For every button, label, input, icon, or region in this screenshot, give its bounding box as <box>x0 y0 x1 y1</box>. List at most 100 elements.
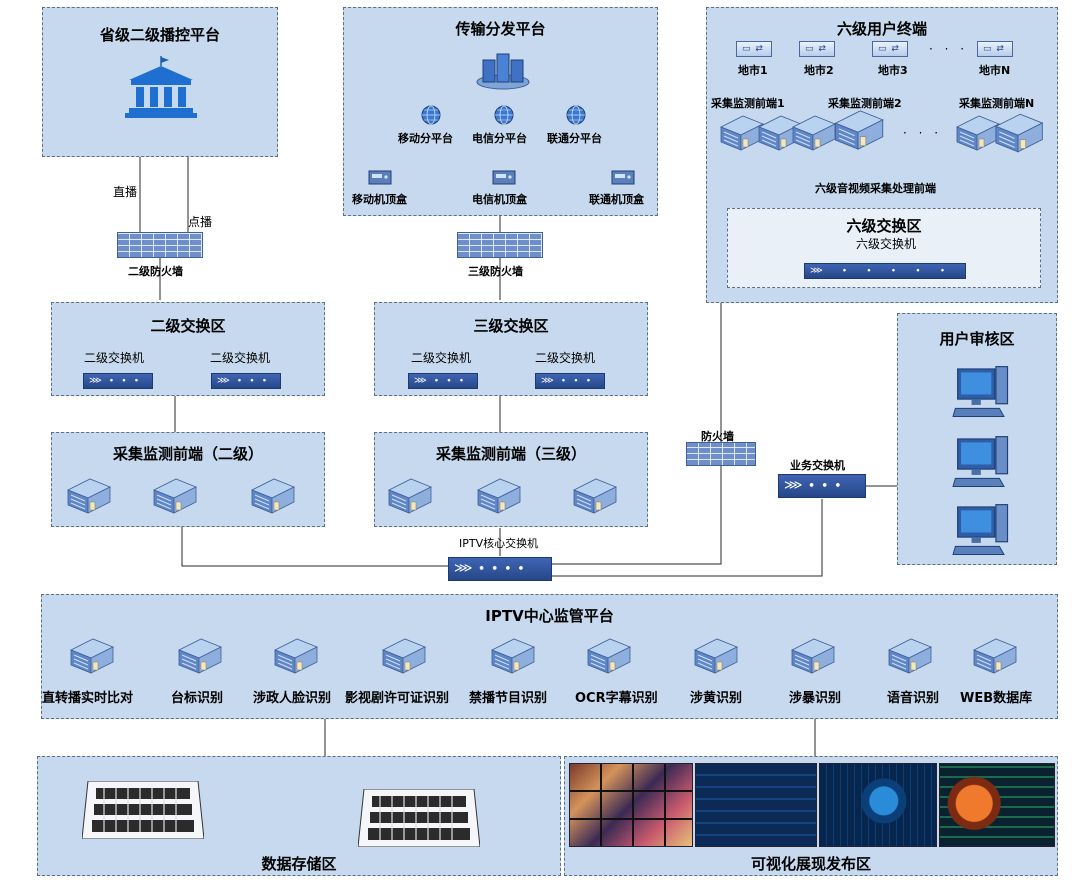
front-zone-level3-title: 采集监测前端（三级） <box>435 445 586 463</box>
city-switch-icon: ▭ ⇄ <box>872 41 908 57</box>
exchange-zone-level3-title: 三级交换区 <box>473 317 549 335</box>
firewall-level2-label: 二级防火墙 <box>128 265 183 278</box>
front-label: 采集监测前端N <box>959 97 1035 110</box>
server-icon <box>691 637 739 675</box>
server-icon <box>379 637 427 675</box>
server-icon <box>64 477 112 515</box>
service-label: 影视剧许可证识别 <box>345 691 450 706</box>
visualization-title: 可视化展现发布区 <box>750 855 871 873</box>
city-label: 地市N <box>979 64 1011 77</box>
video-wall-screen <box>569 763 693 847</box>
globe-icon <box>565 104 587 126</box>
iptv-center-title: IPTV中心监管平台 <box>485 607 614 625</box>
front-label: 采集监测前端1 <box>711 97 785 110</box>
front-zone-level3: 采集监测前端（三级） <box>374 432 648 527</box>
switch-icon: ⋙ ∙ ∙ ∙ <box>211 373 281 389</box>
server-icon <box>67 637 115 675</box>
service-label: 语音识别 <box>887 691 940 706</box>
exchange-zone-level3: 三级交换区 二级交换机 二级交换机 ⋙ ∙ ∙ ∙ ⋙ ∙ ∙ ∙ <box>374 302 648 396</box>
city-label: 地市2 <box>804 64 834 77</box>
settop-box-icon <box>611 170 635 186</box>
firewall-level3 <box>457 232 543 258</box>
server-icon <box>584 637 632 675</box>
service-label: 涉政人脸识别 <box>253 691 332 706</box>
city-label: 地市3 <box>878 64 908 77</box>
firewall-label: 防火墙 <box>701 430 734 443</box>
provincial-platform-title: 省级二级播控平台 <box>99 26 220 44</box>
computer-icon <box>952 362 1012 420</box>
city-switch-icon: ▭ ⇄ <box>977 41 1013 57</box>
firewall-middle <box>686 442 756 466</box>
server-icon <box>831 108 885 152</box>
server-icon <box>885 637 933 675</box>
service-label: 禁播节目识别 <box>469 691 548 706</box>
core-switch-label: IPTV核心交换机 <box>459 537 539 550</box>
server-icon <box>788 637 836 675</box>
stb-unicom: 联通机顶盒 <box>589 193 644 206</box>
transport-platform-zone: 传输分发平台 移动分平台 电信分平台 联通分平台 移动机顶盒 电信机顶盒 联通机… <box>343 7 658 216</box>
switch-label: 二级交换机 <box>210 351 271 365</box>
firewall-level2 <box>117 232 203 258</box>
server-icon <box>789 114 837 152</box>
government-building-icon <box>125 56 197 118</box>
server-icon <box>248 477 296 515</box>
city-switch-icon: ▭ ⇄ <box>799 41 835 57</box>
storage-zone: 数据存储区 <box>37 756 561 876</box>
server-cluster-icon <box>476 53 530 90</box>
switch-icon: ⋙ ∙ ∙ ∙ <box>535 373 605 389</box>
computer-icon <box>952 432 1012 490</box>
settop-box-icon <box>492 170 516 186</box>
switch-label: 二级交换机 <box>84 351 145 365</box>
service-label: WEB数据库 <box>960 691 1033 706</box>
switch-icon: ⋙ ∙ ∙ ∙ ∙ ∙ ∙ <box>804 263 966 279</box>
sub-platform-mobile: 移动分平台 <box>398 132 453 145</box>
business-switch-icon: ⋙∙∙∙ <box>778 474 866 498</box>
stb-mobile: 移动机顶盒 <box>352 193 407 206</box>
storage-array-icon <box>82 781 204 839</box>
globe-screen <box>939 763 1055 847</box>
core-switch-icon: ⋙∙∙∙∙ <box>448 557 552 581</box>
switch-icon: ⋙ ∙ ∙ ∙ <box>408 373 478 389</box>
front-zone-level2-title: 采集监测前端（二级） <box>112 445 263 463</box>
six-level-exchange-title: 六级交换区 <box>846 217 922 235</box>
sub-platform-unicom: 联通分平台 <box>547 132 602 145</box>
front-caption: 六级音视频采集处理前端 <box>815 182 936 195</box>
ellipsis: · · · <box>929 42 969 56</box>
server-icon <box>570 477 618 515</box>
server-icon <box>488 637 536 675</box>
globe-icon <box>420 104 442 126</box>
service-label: OCR字幕识别 <box>575 691 658 706</box>
six-level-terminal-zone: 六级用户终端 ▭ ⇄ ▭ ⇄ ▭ ⇄ ▭ ⇄ · · · 地市1 地市2 地市3… <box>706 7 1058 303</box>
city-switch-icon: ▭ ⇄ <box>736 41 772 57</box>
live-label: 直播 <box>113 185 138 199</box>
service-label: 涉黄识别 <box>690 691 743 706</box>
globe-icon <box>493 104 515 126</box>
switch-icon: ⋙ ∙ ∙ ∙ <box>83 373 153 389</box>
six-level-switch-label: 六级交换机 <box>856 237 917 251</box>
monitor-screen <box>819 763 937 847</box>
provincial-platform-zone: 省级二级播控平台 <box>42 7 278 157</box>
storage-title: 数据存储区 <box>261 855 337 873</box>
ellipsis: · · · <box>903 126 943 140</box>
business-switch-label: 业务交换机 <box>790 459 845 472</box>
city-label: 地市1 <box>738 64 768 77</box>
computer-icon <box>952 500 1012 558</box>
server-icon <box>271 637 319 675</box>
storage-array-icon <box>358 789 480 847</box>
dashboard-screen <box>695 763 817 847</box>
exchange-zone-level2-title: 二级交换区 <box>150 317 226 335</box>
transport-platform-title: 传输分发平台 <box>455 20 546 38</box>
front-zone-level2: 采集监测前端（二级） <box>51 432 325 527</box>
switch-label: 二级交换机 <box>535 351 596 365</box>
switch-label: 二级交换机 <box>411 351 472 365</box>
user-audit-title: 用户审核区 <box>939 330 1015 348</box>
six-level-exchange-zone: 六级交换区 六级交换机 ⋙ ∙ ∙ ∙ ∙ ∙ ∙ <box>727 208 1041 288</box>
six-level-terminal-title: 六级用户终端 <box>836 20 927 38</box>
server-icon <box>991 112 1045 154</box>
service-label: 台标识别 <box>171 691 224 706</box>
settop-box-icon <box>368 170 392 186</box>
visualization-zone: 可视化展现发布区 <box>564 756 1058 876</box>
exchange-zone-level2: 二级交换区 二级交换机 二级交换机 ⋙ ∙ ∙ ∙ ⋙ ∙ ∙ ∙ <box>51 302 325 396</box>
server-icon <box>150 477 198 515</box>
server-icon <box>385 477 433 515</box>
